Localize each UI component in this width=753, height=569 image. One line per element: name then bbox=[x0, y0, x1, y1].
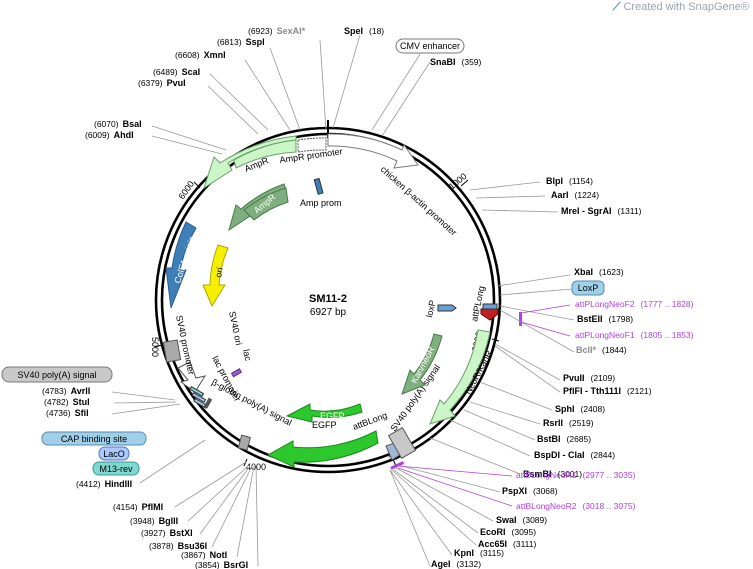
ampr-body bbox=[233, 139, 297, 169]
site-snabi[interactable]: SnaBI(359) bbox=[430, 57, 482, 67]
site-rsrii[interactable]: RsrII(2519) bbox=[543, 418, 594, 428]
site-swai[interactable]: SwaI(3089) bbox=[496, 515, 547, 525]
site-bsteii[interactable]: BstEII(1798) bbox=[577, 314, 633, 324]
site-bstbi[interactable]: BstBI(2685) bbox=[537, 434, 591, 444]
egfp-outer-feature[interactable] bbox=[266, 430, 379, 468]
sites-top: (6923)SexAI* (6813)SspI (6608)XmnI (6489… bbox=[85, 26, 482, 140]
sv40-polya-inner-box[interactable] bbox=[387, 427, 417, 459]
bglobin-box[interactable] bbox=[237, 434, 251, 451]
site-bglii[interactable]: (3948)BglII bbox=[130, 516, 178, 526]
cmv-enhancer-label: CMV enhancer bbox=[400, 41, 460, 51]
site-xbai[interactable]: XbaI(1623) bbox=[574, 267, 624, 277]
cap-binding-label: CAP binding site bbox=[61, 434, 127, 444]
sv40-promoter-feature[interactable] bbox=[177, 361, 207, 393]
loxp-box[interactable]: LoxP bbox=[571, 280, 605, 296]
tick-5000: 5000 bbox=[150, 337, 160, 357]
site-sexai[interactable]: (6923)SexAI* bbox=[248, 26, 306, 36]
primer-attblongneor2[interactable]: attBLongNeoR2(3018 .. 3075) bbox=[516, 501, 636, 511]
primer-attplongneof2[interactable]: attPLongNeoF2(1777 .. 1828) bbox=[575, 299, 694, 309]
watermark-text: Created with SnapGene® bbox=[623, 1, 749, 13]
sv40-polya-box[interactable]: SV40 poly(A) signal bbox=[1, 366, 113, 383]
site-kpni[interactable]: KpnI(3115) bbox=[454, 548, 504, 558]
m13-rev-label: M13-rev bbox=[99, 464, 133, 474]
site-acc65i[interactable]: Acc65I(3111) bbox=[478, 539, 537, 549]
site-noti[interactable]: (3867)NotI bbox=[181, 550, 227, 560]
sv40-polya-box-label: SV40 poly(A) signal bbox=[17, 370, 96, 380]
site-pspxi[interactable]: PspXI(3068) bbox=[502, 486, 558, 496]
lac-label: lac bbox=[241, 348, 253, 362]
site-xmni[interactable]: (6608)XmnI bbox=[175, 50, 226, 60]
site-ahdi[interactable]: (6009)AhdI bbox=[85, 130, 134, 140]
site-pflmi[interactable]: (4154)PflMI bbox=[113, 502, 163, 512]
cap-binding-box[interactable]: CAP binding site bbox=[41, 431, 147, 446]
site-pvuii[interactable]: PvuII(2109) bbox=[563, 373, 615, 383]
site-blpi[interactable]: BlpI(1154) bbox=[546, 176, 593, 186]
site-pflfi-tth111i[interactable]: PflFI - Tth111I(2121) bbox=[563, 386, 652, 396]
bglobin-label: β-globin poly(A) signal bbox=[210, 377, 293, 428]
colei-origin-feature[interactable] bbox=[165, 221, 197, 309]
primers-right: attPLongNeoF2(1777 .. 1828) attPLongNeoF… bbox=[516, 299, 694, 511]
site-bsu36i[interactable]: (3878)Bsu36I bbox=[149, 541, 207, 551]
site-mrei-sgrai[interactable]: MreI - SgrAI(1311) bbox=[561, 206, 642, 216]
site-ecori[interactable]: EcoRI(3095) bbox=[480, 527, 536, 537]
sites-right: BlpI(1154) AarI(1224) MreI - SgrAI(1311)… bbox=[431, 176, 652, 569]
site-bstxi[interactable]: (3927)BstXI bbox=[141, 528, 193, 538]
lac-marker[interactable] bbox=[230, 368, 243, 378]
m13-rev-box[interactable]: M13-rev bbox=[92, 461, 140, 476]
attplong-feature[interactable] bbox=[480, 308, 499, 321]
primer-attplongneof1[interactable]: attPLongNeoF1(1805 .. 1853) bbox=[575, 330, 694, 340]
sites-left: (4783)AvrII (4782)StuI (4736)SfiI (4412)… bbox=[42, 386, 248, 569]
site-bcli[interactable]: BclI*(1844) bbox=[576, 345, 627, 355]
sv40-promoter-box[interactable] bbox=[162, 339, 182, 363]
site-spei[interactable]: SpeI(18) bbox=[344, 26, 384, 36]
chicken-actin-promoter-feature[interactable] bbox=[327, 133, 419, 169]
ori-feature[interactable] bbox=[202, 244, 229, 308]
site-bsai[interactable]: (6070)BsaI bbox=[94, 119, 142, 129]
site-agei[interactable]: AgeI(3132) bbox=[431, 559, 481, 569]
laco-box[interactable]: LacO bbox=[98, 446, 130, 461]
site-avrii[interactable]: (4783)AvrII bbox=[42, 386, 90, 396]
site-pvui[interactable]: (6379)PvuI bbox=[138, 78, 186, 88]
egfp-outer-label: EGFP bbox=[312, 420, 337, 430]
sv40-ori-label: SV40 ori bbox=[227, 310, 244, 346]
neor-kanr-feature[interactable] bbox=[429, 329, 491, 425]
plasmid-size: 6927 bp bbox=[310, 307, 347, 318]
primer-mark-attb[interactable] bbox=[390, 461, 405, 470]
site-scai[interactable]: (6489)ScaI bbox=[153, 67, 200, 77]
site-bsrgi[interactable]: (3854)BsrGI bbox=[195, 560, 248, 569]
cmv-enhancer-box[interactable]: CMV enhancer bbox=[395, 38, 465, 54]
amp-prom-feature[interactable] bbox=[313, 177, 324, 195]
loxp-box-label: LoxP bbox=[578, 283, 599, 293]
lac-cluster[interactable] bbox=[189, 385, 213, 409]
primer-leader-lines bbox=[397, 304, 571, 507]
egfp-inner-label: EGFP bbox=[320, 411, 345, 421]
leader-lines bbox=[111, 34, 575, 567]
snapgene-logo-icon: ⟋ bbox=[612, 1, 621, 13]
primer-attblongneor1[interactable]: attBLongNeoR1(2977 .. 3035) bbox=[516, 470, 636, 480]
loxp-small-label: loxP bbox=[424, 299, 437, 318]
site-stui[interactable]: (4782)StuI bbox=[44, 397, 90, 407]
site-hindiii[interactable]: (4412)HindIII bbox=[76, 479, 132, 489]
loxp-small-feature[interactable] bbox=[437, 304, 457, 312]
attplong-top bbox=[482, 303, 498, 310]
primer-mark-attp[interactable] bbox=[519, 312, 522, 326]
site-sphi[interactable]: SphI(2408) bbox=[555, 404, 605, 414]
ampr-inner-body bbox=[243, 187, 289, 221]
plasmid-name: SM11-2 bbox=[309, 293, 347, 305]
site-bsmbi[interactable]: BsmBI(3001) bbox=[523, 469, 582, 479]
egfp-inner-feature[interactable] bbox=[285, 403, 363, 423]
tick-6000: 6000 bbox=[176, 179, 196, 201]
laco-label: LacO bbox=[103, 449, 125, 459]
amp-prom-label: Amp prom bbox=[300, 198, 342, 208]
site-aari[interactable]: AarI(1224) bbox=[551, 190, 599, 200]
site-sfii[interactable]: (4736)SfiI bbox=[46, 408, 89, 418]
ampr-promoter-feature[interactable] bbox=[297, 137, 327, 153]
site-bspdi-clai[interactable]: BspDI - ClaI(2844) bbox=[534, 450, 615, 460]
watermark: ⟋Created with SnapGene® bbox=[613, 1, 749, 14]
site-sspi[interactable]: (6813)SspI bbox=[217, 37, 265, 47]
ori-label: ori bbox=[213, 267, 225, 279]
kan-neor-feature[interactable] bbox=[401, 333, 443, 395]
